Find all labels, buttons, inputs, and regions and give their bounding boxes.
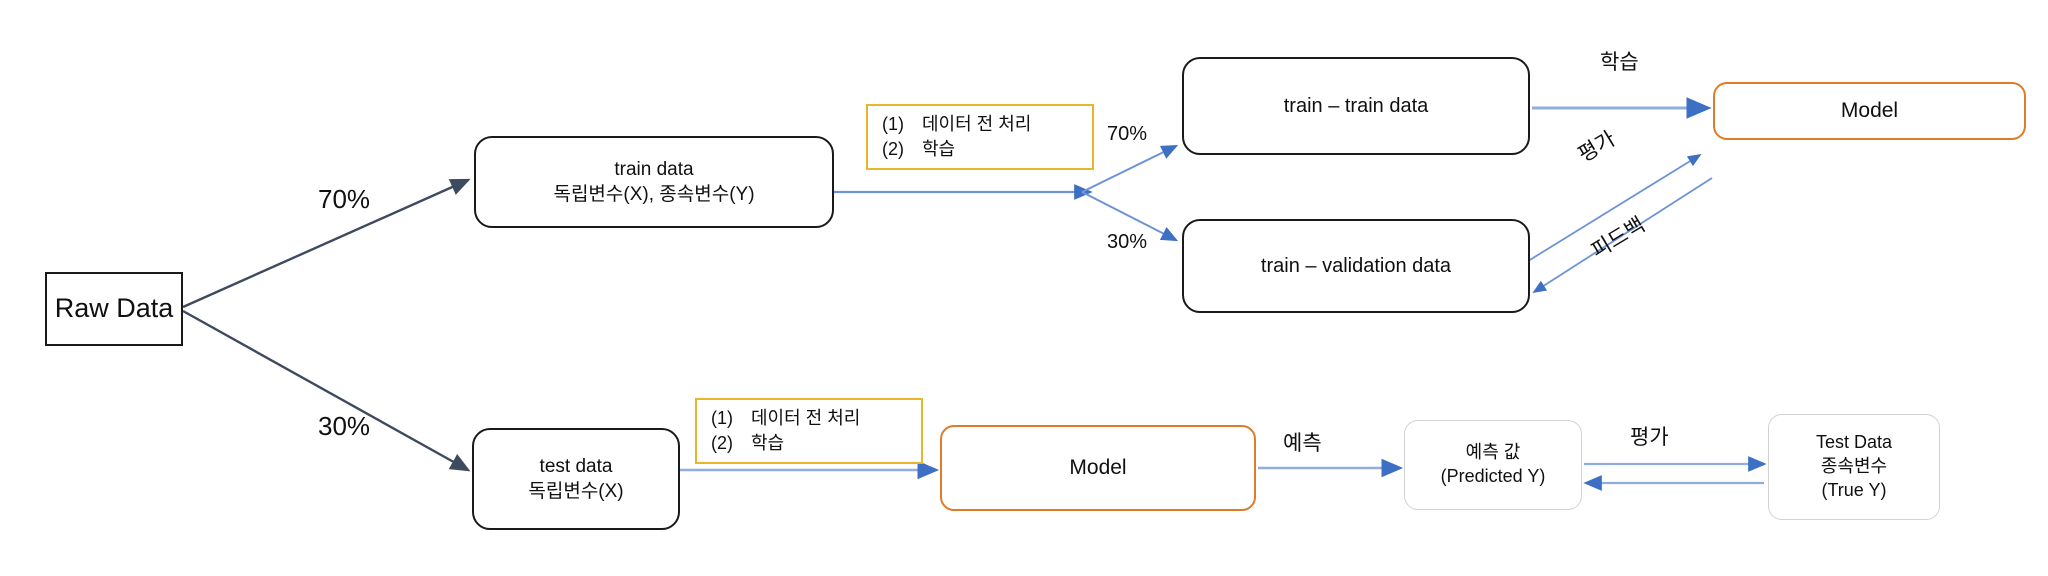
- node-model-bottom[interactable]: Model: [940, 425, 1256, 511]
- arrow-feedback: [1532, 177, 1713, 293]
- predicted-value-title: 예측 값: [1465, 442, 1521, 463]
- test-true-y-subtitle: 종속변수: [1820, 456, 1888, 477]
- test-true-y-title: Test Data: [1815, 432, 1893, 453]
- note-bottom-text-2: 학습: [751, 432, 785, 453]
- node-predicted-value[interactable]: 예측 값 (Predicted Y): [1404, 420, 1582, 510]
- label-inner-split-validation: 30%: [1107, 231, 1148, 253]
- arrow-raw-to-train: [182, 178, 471, 309]
- note-bottom-text-1: 데이터 전 처리: [751, 408, 861, 428]
- note-top-index-1: (1): [882, 114, 904, 134]
- label-inner-split-train: 70%: [1107, 123, 1148, 145]
- node-train-data[interactable]: train data 독립변수(X), 종속변수(Y): [474, 136, 834, 228]
- note-bottom-row-1: (1) 데이터 전 처리: [711, 406, 907, 431]
- test-true-y-note: (True Y): [1821, 479, 1887, 500]
- test-data-subtitle: 독립변수(X): [528, 481, 624, 502]
- train-train-data-label: train – train data: [1283, 94, 1429, 117]
- note-top-row-2: (2) 학습: [882, 137, 1078, 162]
- label-model-to-prediction: 예측: [1283, 432, 1322, 455]
- node-test-data[interactable]: test data 독립변수(X): [472, 428, 680, 530]
- note-box-top[interactable]: (1) 데이터 전 처리 (2) 학습: [866, 104, 1094, 170]
- raw-data-label: Raw Data: [54, 293, 174, 324]
- label-prediction-vs-true: 평가: [1630, 426, 1669, 449]
- note-top-row-1: (1) 데이터 전 처리: [882, 112, 1078, 137]
- node-raw-data[interactable]: Raw Data: [45, 272, 183, 346]
- note-top-text-1: 데이터 전 처리: [922, 114, 1032, 134]
- predicted-value-subtitle: (Predicted Y): [1440, 466, 1546, 486]
- arrow-evaluation: [1519, 154, 1702, 267]
- arrow-fork-to-validation: [1081, 191, 1179, 242]
- note-top-text-2: 학습: [922, 138, 956, 159]
- train-validation-data-label: train – validation data: [1260, 254, 1452, 277]
- arrow-raw-to-test: [182, 309, 471, 472]
- note-bottom-index-2: (2): [711, 432, 733, 453]
- model-bottom-label: Model: [1069, 456, 1127, 480]
- node-test-true-y[interactable]: Test Data 종속변수 (True Y): [1768, 414, 1940, 520]
- train-data-subtitle: 독립변수(X), 종속변수(Y): [553, 184, 755, 205]
- train-data-title: train data: [614, 158, 694, 180]
- note-top-index-2: (2): [882, 138, 904, 159]
- model-top-label: Model: [1840, 99, 1899, 123]
- note-bottom-index-1: (1): [711, 408, 733, 428]
- node-train-train-data[interactable]: train – train data: [1182, 57, 1530, 155]
- label-train-to-model: 학습: [1600, 51, 1639, 74]
- note-bottom-row-2: (2) 학습: [711, 431, 907, 456]
- node-model-top[interactable]: Model: [1713, 82, 2026, 140]
- label-split-train: 70%: [318, 184, 371, 214]
- node-train-validation-data[interactable]: train – validation data: [1182, 219, 1530, 313]
- note-box-bottom[interactable]: (1) 데이터 전 처리 (2) 학습: [695, 398, 923, 464]
- label-split-test: 30%: [318, 411, 371, 441]
- test-data-title: test data: [539, 455, 613, 477]
- arrow-fork-to-train-train: [1081, 144, 1179, 193]
